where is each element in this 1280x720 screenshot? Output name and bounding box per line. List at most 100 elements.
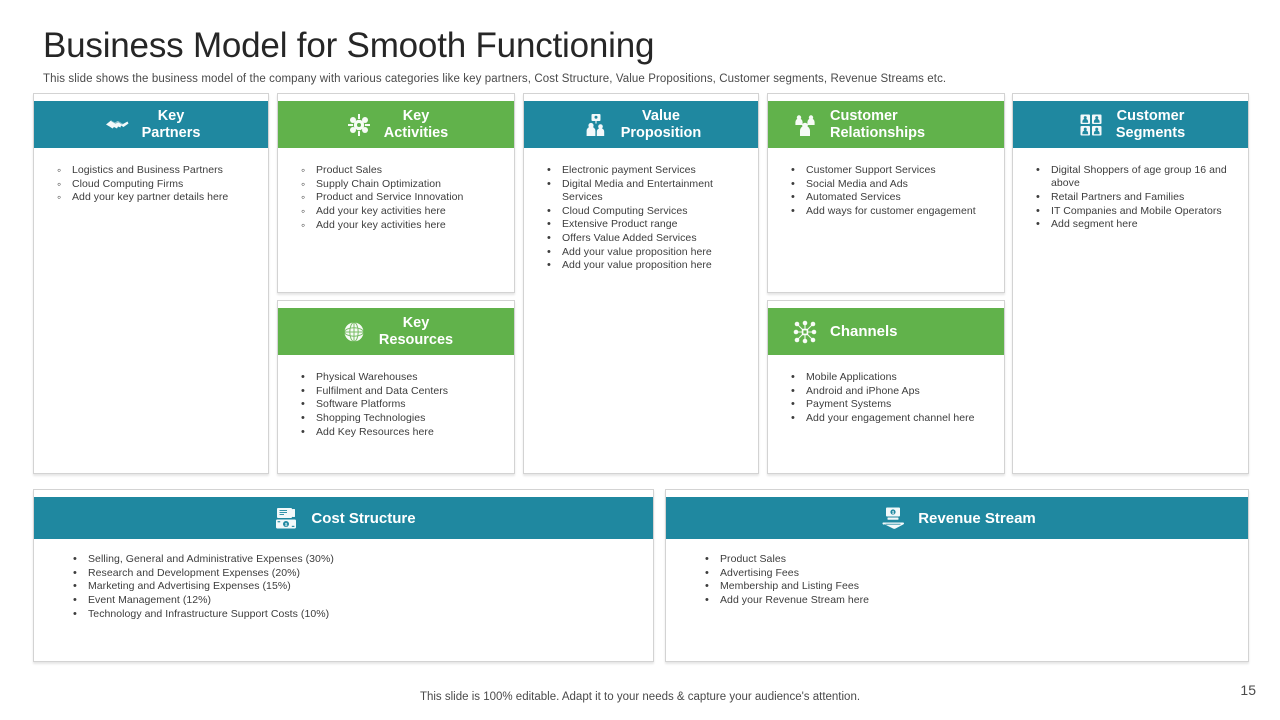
title-line-2: Segments <box>1115 124 1186 141</box>
card-top-strip <box>524 94 758 101</box>
title-line-1: Key <box>402 314 430 331</box>
list-item: Supply Chain Optimization <box>292 178 504 191</box>
list-item: Payment Systems <box>782 398 994 411</box>
card-top-strip <box>278 301 514 308</box>
list-item: Electronic payment Services <box>538 164 748 177</box>
header-title-value-proposition: Value Proposition <box>621 108 702 142</box>
card-top-strip <box>278 94 514 101</box>
header-title-revenue-stream: Revenue Stream <box>918 509 1036 527</box>
slide-title: Business Model for Smooth Functioning <box>43 26 655 65</box>
list-item: Add your key partner details here <box>48 191 258 204</box>
list-item: Add your value proposition here <box>538 246 748 259</box>
title-line-2: Activities <box>383 124 449 141</box>
list-customer-segments: Digital Shoppers of age group 16 and abo… <box>1027 164 1238 232</box>
gears-cluster-icon <box>344 110 374 140</box>
list-item: Research and Development Expenses (20%) <box>64 567 643 580</box>
card-top-strip <box>34 490 653 497</box>
title-line-1: Key <box>402 107 430 124</box>
svg-text:$: $ <box>892 510 895 515</box>
list-item: Fulfilment and Data Centers <box>292 385 504 398</box>
header-value-proposition: Value Proposition <box>524 101 758 148</box>
body-value-proposition: Electronic payment Services Digital Medi… <box>524 148 758 281</box>
footer-note: This slide is 100% editable. Adapt it to… <box>419 691 861 703</box>
body-key-resources: Physical Warehouses Fulfilment and Data … <box>278 355 514 448</box>
body-key-partners: Logistics and Business Partners Cloud Co… <box>34 148 268 213</box>
card-key-activities[interactable]: Key Activities Product Sales Supply Chai… <box>277 93 515 293</box>
list-item: Digital Media and Entertainment Services <box>538 178 748 204</box>
title-line-1: Key <box>157 107 185 124</box>
list-revenue-stream: Product Sales Advertising Fees Membershi… <box>696 553 1238 608</box>
money-hand-icon: $ <box>878 503 908 533</box>
list-item: Retail Partners and Families <box>1027 191 1238 204</box>
header-title-customer-relationships: Customer Relationships <box>830 108 925 142</box>
list-item: Technology and Infrastructure Support Co… <box>64 608 643 621</box>
title-line-2: Proposition <box>620 124 702 141</box>
header-revenue-stream: $ Revenue Stream <box>666 497 1248 539</box>
list-cost-structure: Selling, General and Administrative Expe… <box>64 553 643 621</box>
list-item: Advertising Fees <box>696 567 1238 580</box>
body-customer-relationships: Customer Support Services Social Media a… <box>768 148 1004 227</box>
header-title-key-partners: Key Partners <box>142 108 201 142</box>
header-title-customer-segments: Customer Segments <box>1116 108 1185 142</box>
list-item: Cloud Computing Services <box>538 205 748 218</box>
business-model-canvas: Key Partners Logistics and Business Part… <box>33 93 1249 663</box>
header-title-key-activities: Key Activities <box>384 108 448 142</box>
body-customer-segments: Digital Shoppers of age group 16 and abo… <box>1013 148 1248 240</box>
card-key-partners[interactable]: Key Partners Logistics and Business Part… <box>33 93 269 474</box>
list-item: Digital Shoppers of age group 16 and abo… <box>1027 164 1238 190</box>
list-item: Customer Support Services <box>782 164 994 177</box>
list-channels: Mobile Applications Android and iPhone A… <box>782 371 994 426</box>
list-item: Physical Warehouses <box>292 371 504 384</box>
card-channels[interactable]: Channels Mobile Applications Android and… <box>767 300 1005 474</box>
card-cost-structure[interactable]: $ Cost Structure Selling, General and Ad… <box>33 489 654 662</box>
list-item: IT Companies and Mobile Operators <box>1027 205 1238 218</box>
card-key-resources[interactable]: Key Resources Physical Warehouses Fulfil… <box>277 300 515 474</box>
header-title-channels: Channels <box>830 323 898 340</box>
list-item: Automated Services <box>782 191 994 204</box>
list-item: Add Key Resources here <box>292 426 504 439</box>
card-value-proposition[interactable]: Value Proposition Electronic payment Ser… <box>523 93 759 474</box>
list-customer-relationships: Customer Support Services Social Media a… <box>782 164 994 219</box>
header-title-cost-structure: Cost Structure <box>311 509 416 527</box>
list-item: Add your engagement channel here <box>782 412 994 425</box>
title-line-2: Partners <box>141 124 201 141</box>
list-item: Product Sales <box>292 164 504 177</box>
list-key-activities: Product Sales Supply Chain Optimization … <box>292 164 504 232</box>
list-item: Shopping Technologies <box>292 412 504 425</box>
header-title-key-resources: Key Resources <box>379 315 453 349</box>
title-line-1: Customer <box>830 107 898 124</box>
body-cost-structure: Selling, General and Administrative Expe… <box>34 539 653 630</box>
handshake-icon <box>102 110 132 140</box>
card-top-strip <box>34 94 268 101</box>
list-item: Offers Value Added Services <box>538 232 748 245</box>
list-item: Add your value proposition here <box>538 259 748 272</box>
card-revenue-stream[interactable]: $ Revenue Stream Product Sales Advertisi… <box>665 489 1249 662</box>
title-line-1: Customer <box>1116 107 1185 124</box>
list-item: Cloud Computing Firms <box>48 178 258 191</box>
card-top-strip <box>768 301 1004 308</box>
header-channels: Channels <box>768 308 1004 355</box>
list-item: Add your key activities here <box>292 205 504 218</box>
list-item: Logistics and Business Partners <box>48 164 258 177</box>
people-grid-icon <box>1076 110 1106 140</box>
slide-subtitle: This slide shows the business model of t… <box>43 73 947 85</box>
list-item: Event Management (12%) <box>64 594 643 607</box>
list-item: Product Sales <box>696 553 1238 566</box>
card-customer-relationships[interactable]: Customer Relationships Customer Support … <box>767 93 1005 293</box>
list-item: Membership and Listing Fees <box>696 580 1238 593</box>
list-item: Marketing and Advertising Expenses (15%) <box>64 580 643 593</box>
header-customer-relationships: Customer Relationships <box>768 101 1004 148</box>
list-item: Add your key activities here <box>292 219 504 232</box>
body-channels: Mobile Applications Android and iPhone A… <box>768 355 1004 434</box>
money-bill-icon: $ <box>271 503 301 533</box>
people-board-icon <box>581 110 611 140</box>
header-key-activities: Key Activities <box>278 101 514 148</box>
card-customer-segments[interactable]: Customer Segments Digital Shoppers of ag… <box>1012 93 1249 474</box>
list-item: Software Platforms <box>292 398 504 411</box>
list-value-proposition: Electronic payment Services Digital Medi… <box>538 164 748 273</box>
title-line-1: Value <box>642 107 680 124</box>
header-key-partners: Key Partners <box>34 101 268 148</box>
card-top-strip <box>768 94 1004 101</box>
header-cost-structure: $ Cost Structure <box>34 497 653 539</box>
list-item: Android and iPhone Aps <box>782 385 994 398</box>
